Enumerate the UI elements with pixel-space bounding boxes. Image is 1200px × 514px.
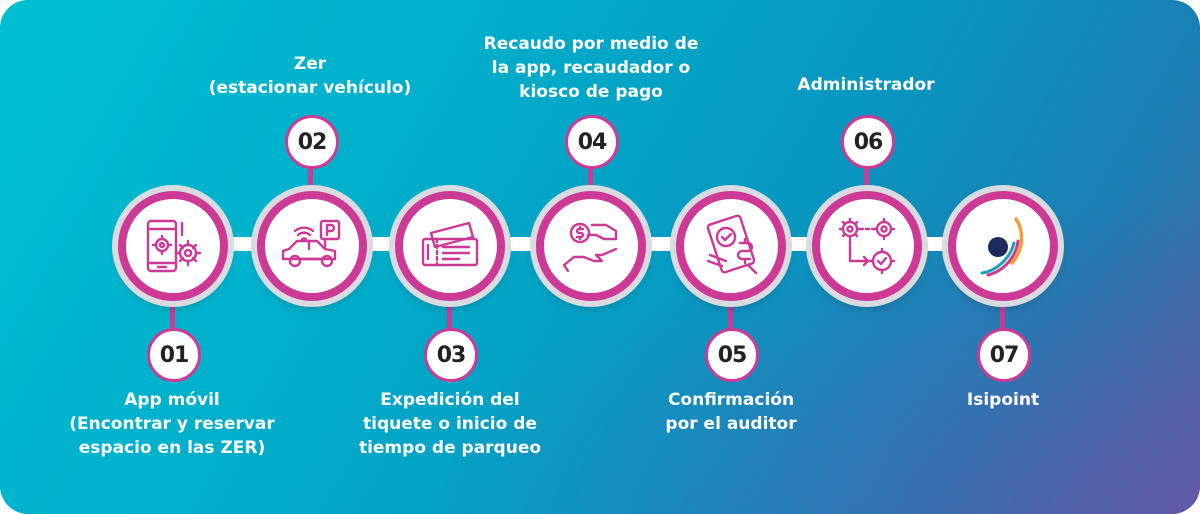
step-04-label-line: la app, recaudador o: [491, 58, 691, 78]
step-06-node: [812, 191, 922, 301]
step-02-node: [257, 191, 367, 301]
step-01-label-line: App móvil: [124, 390, 220, 410]
ticket-icon: [421, 221, 479, 267]
step-03-label-line: Expedición del: [380, 390, 520, 410]
step-04-label-line: kiosco de pago: [519, 82, 663, 102]
step-03-label-line: tiquete o inicio de: [363, 414, 537, 434]
step-03-label: Expedición del tiquete o inicio de tiemp…: [330, 388, 570, 460]
step-03-label-line: tiempo de parqueo: [358, 438, 542, 458]
step-07-node: [948, 191, 1058, 301]
step-01-node: [118, 191, 228, 301]
step-01-label-line: (Encontrar y reservar: [69, 414, 275, 434]
step-06-label: Administrador: [746, 73, 986, 97]
hand-coin-payment-icon: [562, 222, 618, 273]
step-05-node: [676, 191, 786, 301]
phone-gears-icon: [146, 219, 202, 273]
step-06-label-line: Administrador: [797, 75, 935, 95]
step-05-label: Confirmación por el auditor: [611, 388, 851, 436]
step-07-label: Isipoint: [883, 388, 1123, 412]
step-03-number: 03: [424, 328, 478, 382]
step-06-number: 06: [841, 115, 895, 169]
step-04-label-line: Recaudo por medio de: [483, 34, 699, 54]
step-07-number: 07: [977, 328, 1031, 382]
step-01-label-line: espacio en las ZER): [78, 438, 266, 458]
check-receipt-icon: [706, 214, 758, 275]
step-05-label-line: Confirmación: [667, 390, 795, 410]
car-parking-icon: [281, 219, 341, 268]
step-05-number: 05: [705, 328, 759, 382]
step-07-label-line: Isipoint: [966, 390, 1040, 410]
step-02-label: Zer (estacionar vehículo): [190, 52, 430, 100]
step-04-number: 04: [565, 115, 619, 169]
gears-workflow-icon: [838, 217, 896, 275]
step-01-number: 01: [147, 328, 201, 382]
step-02-label-line: (estacionar vehículo): [208, 78, 412, 98]
step-02-label-line: Zer: [293, 54, 327, 74]
isipoint-logo-icon: [980, 217, 1024, 277]
step-04-node: [536, 191, 646, 301]
step-05-label-line: por el auditor: [665, 414, 797, 434]
step-02-number: 02: [285, 115, 339, 169]
step-01-label: App móvil (Encontrar y reservar espacio …: [52, 388, 292, 460]
step-04-label: Recaudo por medio de la app, recaudador …: [471, 32, 711, 104]
step-03-node: [395, 191, 505, 301]
